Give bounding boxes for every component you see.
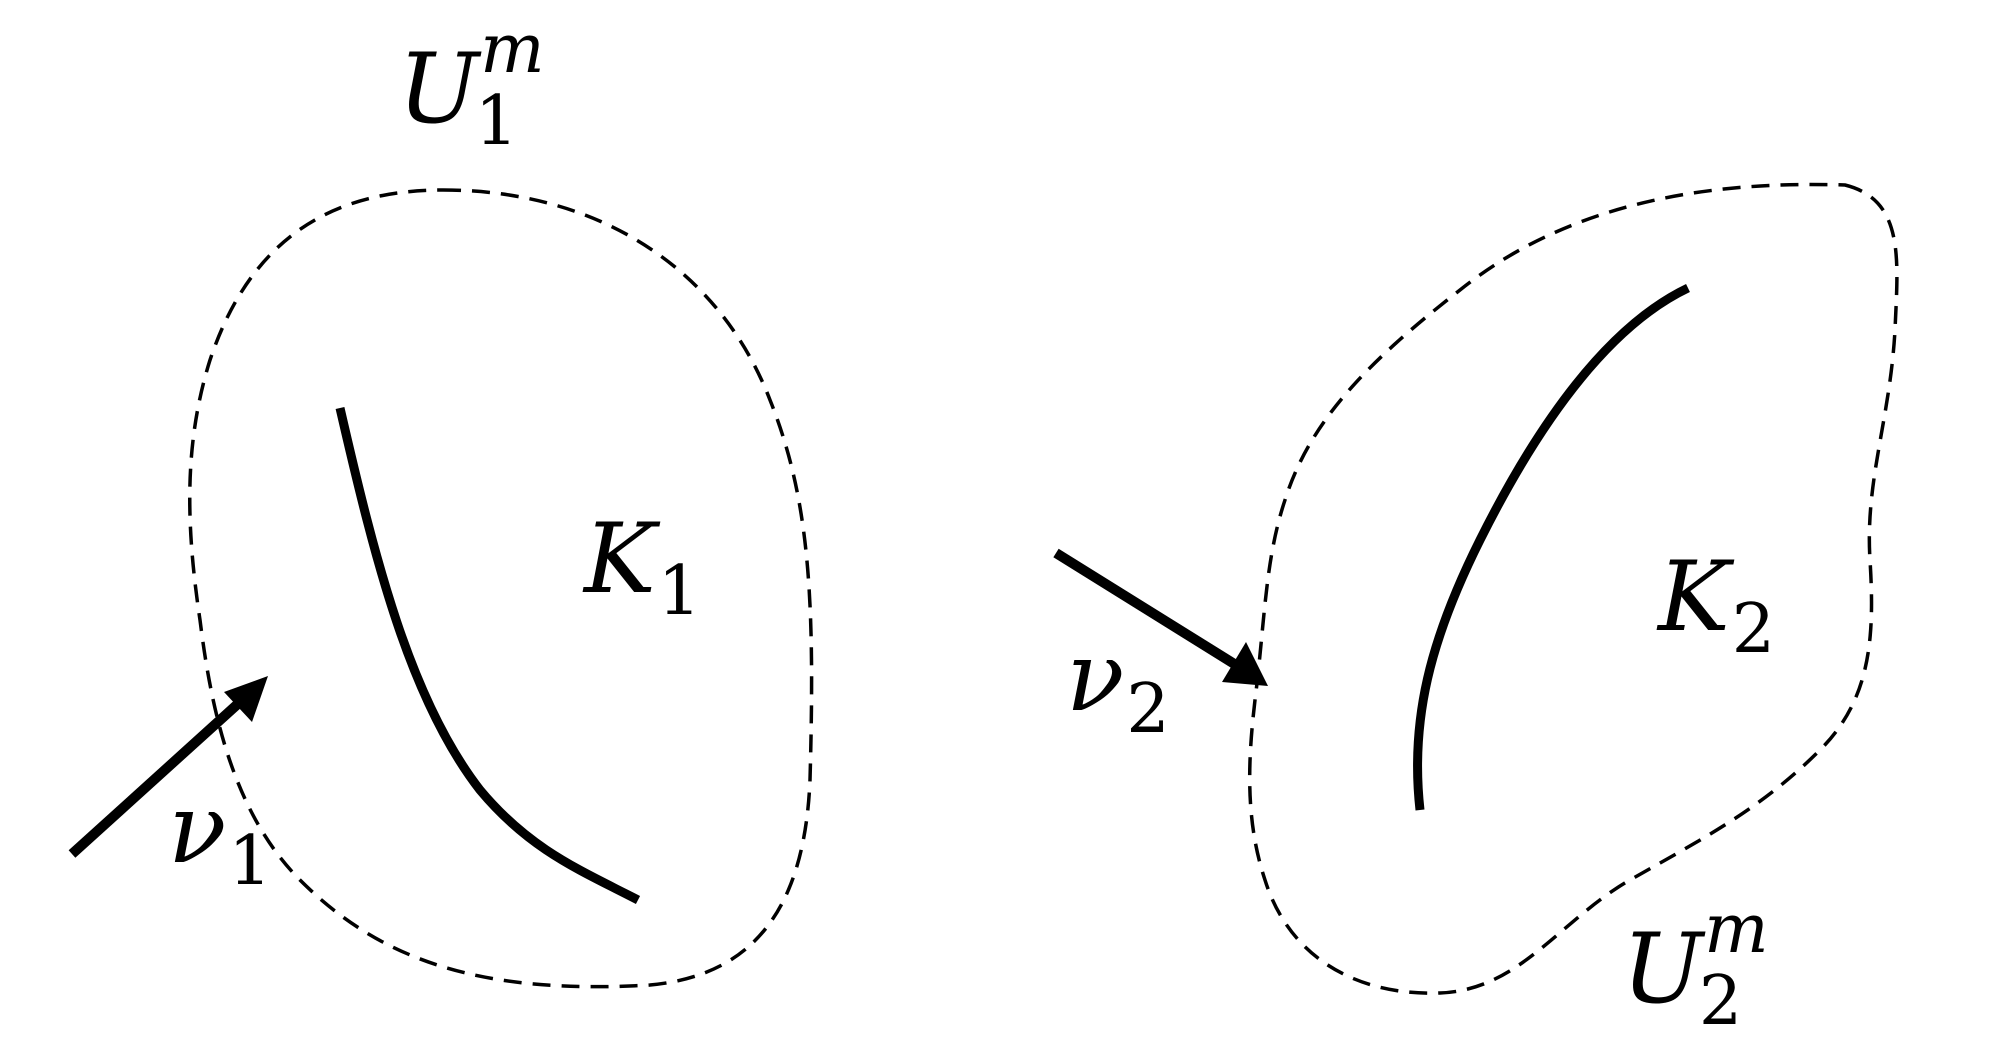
direction-v2-arrowhead [1222, 642, 1268, 686]
label-k1-base: K [582, 503, 661, 615]
label-k2-base: K [1656, 541, 1735, 653]
label-k1-sub: 1 [658, 552, 701, 631]
direction-v1-arrow-shaft [68, 698, 244, 858]
set-k2-curve [1413, 283, 1690, 811]
label-u1m: U1m [398, 10, 545, 161]
direction-v1-arrowhead [224, 676, 268, 722]
label-u1m-sub: 1 [475, 82, 518, 161]
label-k2: K2 [1656, 541, 1775, 669]
label-u2m-sup: m [1704, 890, 1768, 969]
neighborhood-u2-boundary [1247, 182, 1899, 995]
label-v2-sub: 2 [1126, 670, 1169, 749]
set-k1-curve [335, 406, 641, 904]
label-v2-base: ν [1066, 621, 1124, 733]
label-u1m-sup: m [480, 10, 544, 89]
label-u1m-base: U [398, 33, 482, 145]
label-v2: ν2 [1066, 621, 1170, 749]
direction-v2-arrow-shaft [1053, 548, 1239, 670]
label-v1: ν1 [168, 773, 272, 901]
label-v1-base: ν [168, 773, 226, 885]
label-u2m-base: U [1622, 913, 1706, 1025]
label-k2-sub: 2 [1732, 590, 1775, 669]
label-u2m-sub: 2 [1699, 962, 1742, 1041]
label-u2m: U2m [1622, 890, 1769, 1041]
neighborhood-u1-boundary [188, 188, 814, 989]
label-k1: K1 [582, 503, 701, 631]
label-v1-sub: 1 [228, 822, 271, 901]
